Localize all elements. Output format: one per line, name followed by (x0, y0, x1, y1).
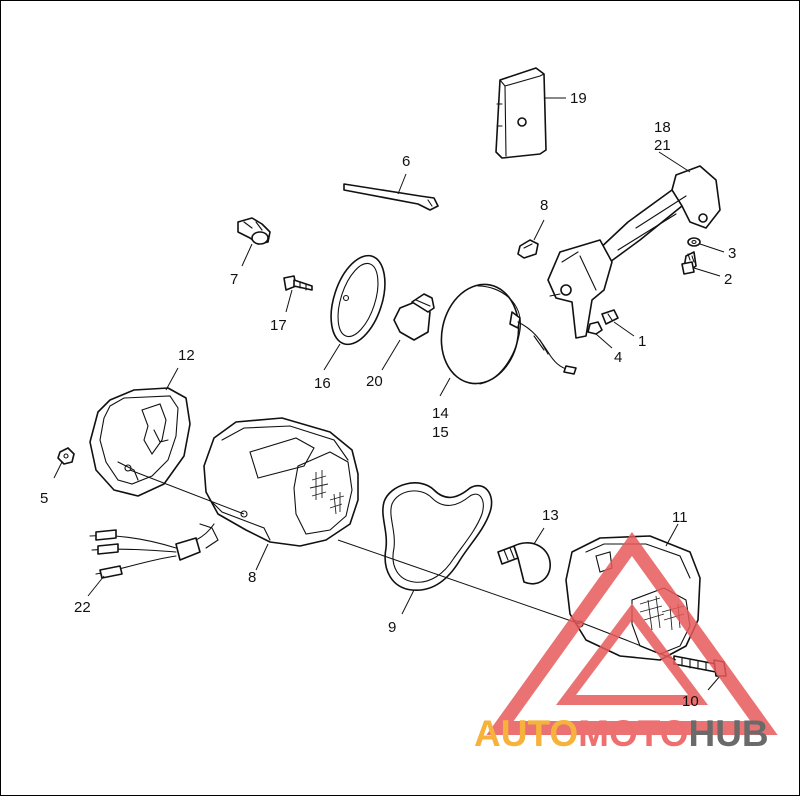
callout-1: 1 (638, 333, 646, 350)
callout-8-lower: 8 (248, 569, 256, 586)
leader-22 (87, 575, 105, 597)
part-13-bulb (497, 542, 551, 585)
part-2-bolt (681, 251, 697, 275)
leader-10 (707, 675, 721, 691)
callout-10: 10 (682, 693, 699, 710)
part-18-21-bracket (547, 165, 721, 339)
leader-20 (381, 339, 401, 371)
callout-16: 16 (314, 375, 331, 392)
leader-9 (401, 589, 415, 615)
callout-21: 21 (654, 137, 671, 154)
leader-5 (53, 461, 63, 479)
leader-13 (533, 527, 545, 545)
leader-12 (165, 367, 179, 391)
part-20-bulb (393, 293, 435, 341)
leader-1 (613, 321, 635, 337)
leader-18-21 (658, 151, 691, 173)
callout-8-upper: 8 (540, 197, 548, 214)
watermark-text: AUTOMOTOHUB (474, 713, 769, 754)
callout-19: 19 (570, 90, 587, 107)
part-6-wire-strap (343, 183, 439, 211)
callout-5: 5 (40, 490, 48, 507)
watermark-moto: MOTO (578, 713, 688, 754)
leader-14-15 (439, 377, 451, 397)
leader-4 (595, 333, 613, 349)
callout-13: 13 (542, 507, 559, 524)
part-12-plate (89, 387, 191, 497)
part-16-reflector-ring (330, 254, 386, 346)
watermark-hub: HUB (688, 713, 768, 754)
callout-6: 6 (402, 153, 410, 170)
leader-6 (397, 173, 407, 195)
part-11-lens (565, 535, 701, 661)
part-3-washer (687, 237, 701, 247)
part-8-lamp-housing (199, 417, 359, 549)
callout-11: 11 (672, 509, 688, 526)
callout-9: 9 (388, 619, 396, 636)
leader-7 (241, 243, 253, 267)
callout-15: 15 (432, 424, 449, 441)
alignment-line-upper (129, 469, 245, 515)
part-19-mounting-pad (495, 67, 547, 159)
part-14-15-lamp-module (440, 283, 577, 385)
alignment-line-lower (337, 539, 581, 625)
part-17-screw (283, 275, 313, 291)
callout-18: 18 (654, 119, 671, 136)
part-9-gasket (382, 482, 493, 591)
leader-11 (665, 523, 679, 547)
part-5-nut (57, 447, 75, 465)
callout-3: 3 (728, 245, 736, 262)
callout-4: 4 (614, 349, 622, 366)
callout-7: 7 (230, 271, 238, 288)
leader-16 (323, 343, 341, 371)
part-22-wiring (89, 523, 215, 579)
leader-8a (533, 219, 545, 241)
callout-20: 20 (366, 373, 383, 390)
part-4-nut (587, 321, 603, 335)
watermark-logo-icon (486, 531, 778, 735)
leader-8b (255, 543, 269, 571)
leader-2 (693, 267, 721, 277)
part-7-clamp (237, 217, 271, 245)
watermark-auto: AUTO (474, 713, 578, 754)
part-1-screw (601, 309, 619, 325)
leader-17 (285, 289, 293, 313)
callout-22: 22 (74, 599, 91, 616)
callout-12: 12 (178, 347, 195, 364)
callout-17: 17 (270, 317, 287, 334)
part-8-clip (517, 239, 539, 259)
callout-14: 14 (432, 405, 449, 422)
leader-3 (699, 243, 725, 253)
callout-2: 2 (724, 271, 732, 288)
